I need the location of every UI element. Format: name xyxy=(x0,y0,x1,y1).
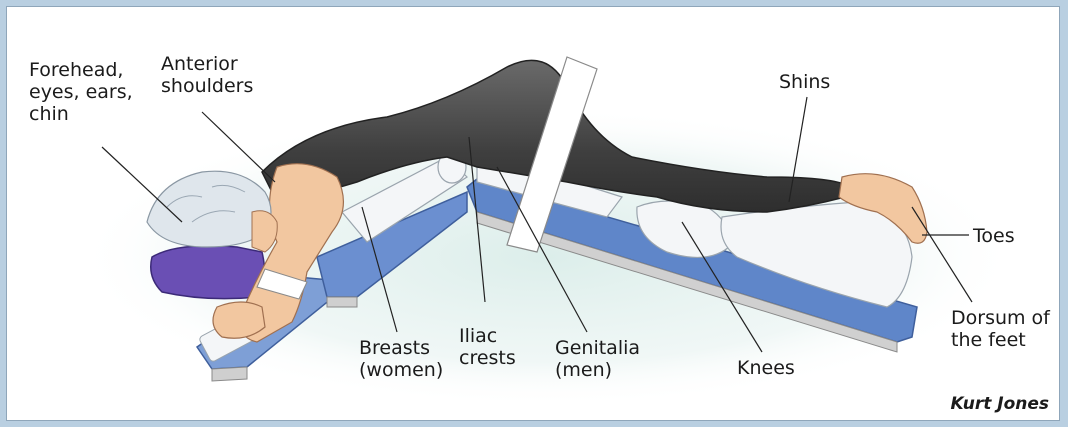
label-genitalia: Genitalia (men) xyxy=(555,337,640,381)
label-anterior-shoulders: Anterior shoulders xyxy=(161,53,253,97)
figure-frame: Forehead, eyes, ears, chin Anterior shou… xyxy=(6,6,1060,421)
head-pad xyxy=(151,246,265,299)
illustrator-credit: Kurt Jones xyxy=(950,394,1049,414)
label-knees: Knees xyxy=(737,357,795,379)
label-dorsum: Dorsum of the feet xyxy=(951,307,1050,351)
label-toes: Toes xyxy=(973,225,1015,247)
label-iliac-crests: Iliac crests xyxy=(459,325,516,369)
label-breasts: Breasts (women) xyxy=(359,337,443,381)
label-shins: Shins xyxy=(779,71,830,93)
label-forehead: Forehead, eyes, ears, chin xyxy=(29,59,133,125)
hand xyxy=(213,302,265,338)
